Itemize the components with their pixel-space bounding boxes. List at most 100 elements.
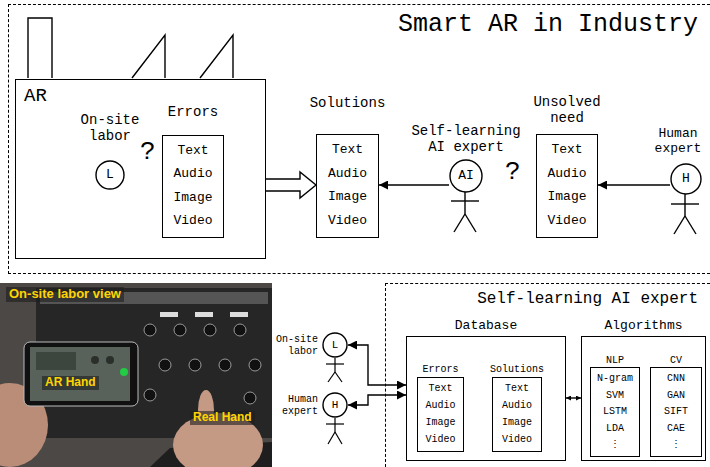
stick-figure-part: [335, 432, 342, 444]
list-item: Video: [547, 214, 586, 229]
photo-caption: AR Hand: [42, 376, 99, 390]
list-item: SVM: [606, 390, 624, 402]
photo-illustration-part: [249, 359, 261, 371]
factory-outline-part: [132, 35, 165, 78]
photo-illustration-part: [120, 368, 128, 376]
list-item: Video: [425, 434, 455, 446]
process-box: Unsolved needTextAudioImageVideo: [536, 134, 598, 238]
box-heading: Errors: [422, 364, 458, 376]
list-item: GAN: [667, 390, 685, 402]
person-circle: On-site laborL: [322, 332, 348, 358]
photo-caption: Real Hand: [190, 411, 255, 425]
list-item: Audio: [425, 400, 455, 412]
list-item: Text: [505, 383, 529, 395]
list-item: Audio: [173, 167, 212, 182]
box-body: TextAudioImageVideo: [317, 135, 378, 237]
arrow-connector: [348, 345, 406, 385]
photo-illustration-part: [244, 392, 256, 404]
stick-figure-part: [451, 200, 479, 201]
box-heading: Solutions: [310, 95, 386, 111]
box-heading: Database: [455, 319, 517, 334]
box-heading: Self-learning AI expert: [400, 123, 532, 155]
list-item: Text: [551, 143, 582, 158]
circle-shape: [671, 164, 701, 194]
photo-illustration-part: [234, 324, 246, 336]
list-item: CAE: [667, 423, 685, 435]
box-body: TextAudioImageVideo: [163, 136, 223, 237]
photo-illustration-part: [189, 359, 201, 371]
list-item: CNN: [667, 373, 685, 385]
process-box: SolutionsTextAudioImageVideo: [492, 377, 542, 452]
list-item: Text: [177, 144, 208, 159]
person-circle: Human expertH: [670, 163, 702, 195]
list-item: ⋮: [610, 439, 620, 451]
list-item: Video: [502, 434, 532, 446]
stick-figure: [326, 418, 344, 444]
circle-shape: [450, 160, 482, 192]
photo-illustration-part: [36, 288, 272, 438]
box-heading: AR: [24, 86, 47, 108]
box-heading: Solutions: [490, 364, 544, 376]
box-body: AI: [449, 159, 483, 193]
box-body: L: [322, 332, 348, 358]
photo-illustration-part: [106, 356, 114, 364]
list-item: ⋮: [671, 439, 681, 451]
person-circle: Self-learning AI expertAI: [449, 159, 483, 193]
person-circle: Human expertH: [322, 392, 348, 418]
stick-figure-part: [334, 358, 335, 372]
stick-figure-part: [674, 216, 685, 234]
photo-illustration-part: [91, 356, 99, 364]
circle-letter: AI: [458, 169, 474, 184]
stick-figure-part: [464, 192, 465, 214]
box-body: H: [670, 163, 702, 195]
list-item: Text: [428, 383, 452, 395]
list-item: Image: [173, 191, 212, 206]
stick-figure-part: [326, 363, 344, 364]
question-mark: ?: [505, 158, 521, 188]
box-body: TextAudioImageVideo: [493, 378, 541, 451]
circle-letter: L: [332, 339, 339, 352]
factory-outline-part: [200, 35, 233, 78]
stick-figure: [671, 194, 699, 234]
box-heading: Human expert: [650, 127, 706, 157]
box-body: H: [322, 392, 348, 418]
stick-figure-part: [334, 418, 335, 432]
process-box: ErrorsTextAudioImageVideo: [162, 135, 224, 238]
circle-letter: H: [682, 172, 690, 187]
stick-figure-part: [335, 372, 342, 382]
list-item: Text: [332, 143, 363, 158]
photo-illustration-part: [174, 324, 186, 336]
arrow-connector: [379, 184, 449, 185]
photo-illustration-part: [160, 312, 178, 317]
list-item: LSTM: [603, 406, 627, 418]
stick-figure-part: [328, 372, 335, 382]
process-box: CVCNNGANSIFTCAE⋮: [650, 367, 702, 457]
circle-letter: L: [106, 168, 114, 183]
factory-outline-part: [28, 18, 52, 78]
list-item: Video: [328, 214, 367, 229]
photo-illustration-part: [144, 324, 156, 336]
photo-illustration-part: [204, 324, 216, 336]
photo-illustration-part: [36, 352, 76, 370]
process-box: DatabaseErrorsTextAudioImageVideoSolutio…: [406, 336, 566, 461]
photo-illustration: [0, 283, 272, 467]
region-panel: Self-learning AI expertDatabaseErrorsTex…: [385, 283, 710, 467]
process-box: AlgorithmsNLPN-gramSVMLSTMLDA⋮CVCNNGANSI…: [581, 336, 706, 461]
box-heading: Smart AR in Industry: [398, 11, 698, 40]
circle-letter: H: [332, 399, 339, 412]
box-heading: NLP: [606, 355, 624, 367]
region-panel: Smart AR in IndustryAROn-site laborLErro…: [8, 4, 710, 274]
stick-figure: [451, 192, 479, 232]
box-heading: On-site labor: [274, 334, 318, 357]
list-item: Image: [547, 190, 586, 205]
box-heading: On-site labor: [74, 112, 146, 144]
arrow-connector: [598, 184, 670, 185]
box-heading: CV: [670, 355, 682, 367]
process-box: SolutionsTextAudioImageVideo: [316, 134, 379, 238]
question-mark: ?: [140, 138, 156, 168]
list-item: Image: [425, 417, 455, 429]
box-body: N-gramSVMLSTMLDA⋮: [591, 368, 639, 456]
factory-outline: [28, 18, 233, 78]
stick-figure-part: [326, 423, 344, 424]
box-heading: Unsolved need: [527, 94, 607, 126]
